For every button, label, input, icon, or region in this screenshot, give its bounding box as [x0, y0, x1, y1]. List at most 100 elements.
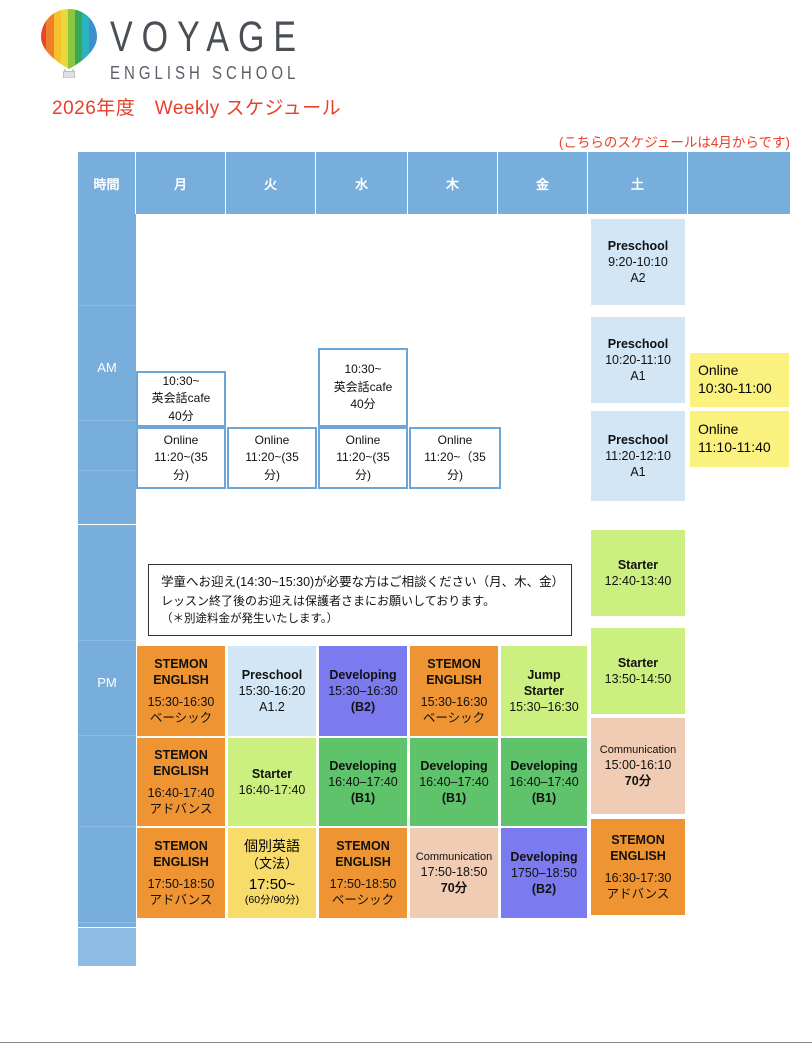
class-time: 13:50-14:50: [604, 672, 672, 686]
class-title: Preschool: [241, 668, 303, 682]
column-header-wed: 水: [316, 152, 408, 214]
class-level: ベーシック: [149, 711, 213, 725]
class-time: 12:40-13:40: [604, 574, 672, 588]
class-time: 16:40–17:40: [328, 775, 398, 789]
class-level: 70分: [440, 881, 468, 896]
class-time: 16:40–17:40: [419, 775, 489, 789]
footer-divider: [0, 1042, 812, 1043]
page-title: 2026年度 Weekly スケジュール: [52, 98, 342, 119]
class-block-thu-pm3[interactable]: Communication 17:50-18:50 70分: [409, 827, 499, 919]
cafe-title: 英会話cafe: [333, 379, 393, 394]
class-time: 15:30-16:30: [420, 695, 488, 709]
class-title: STEMON ENGLISH: [335, 839, 391, 869]
class-time: 16:30-17:30: [604, 871, 672, 885]
class-block-thu-online-1120[interactable]: Online 11:20~（35 分): [409, 427, 501, 489]
column-header-thu: 木: [408, 152, 498, 214]
class-level: (B2): [531, 882, 557, 896]
class-title: Developing: [329, 759, 397, 773]
column-header-tue: 火: [226, 152, 316, 214]
class-title: STEMON ENGLISH: [610, 833, 666, 863]
class-block-mon-pm2[interactable]: STEMON ENGLISH 16:40-17:40 アドバンス: [136, 737, 226, 827]
class-block-mon-pm1[interactable]: STEMON ENGLISH 15:30-16:30 ベーシック: [136, 645, 226, 737]
class-level: (B2): [350, 700, 376, 714]
class-time: 9:20-10:10: [608, 255, 668, 269]
class-time: 16:40-17:40: [147, 786, 215, 800]
class-block-mon-eikaiwa-cafe[interactable]: 10:30~ 英会話cafe 40分: [136, 371, 226, 427]
class-level: アドバンス: [606, 887, 670, 901]
class-block-sat-starter-2[interactable]: Starter 13:50-14:50: [590, 627, 686, 715]
class-block-sat-communication[interactable]: Communication 15:00-16:10 70分: [590, 717, 686, 815]
class-block-wed-pm1[interactable]: Developing 15:30–16:30 (B2): [318, 645, 408, 737]
cafe-time: 10:30~: [162, 373, 200, 388]
class-block-wed-pm2[interactable]: Developing 16:40–17:40 (B1): [318, 737, 408, 827]
class-title: Preschool: [607, 239, 669, 253]
online-time: 11:20~(35: [245, 450, 299, 465]
time-column-footer: [78, 928, 136, 966]
online-time: 11:10-11:40: [698, 439, 771, 455]
class-time: 16:40-17:40: [238, 783, 306, 797]
class-level: A2: [630, 271, 646, 285]
class-block-sat-starter-1[interactable]: Starter 12:40-13:40: [590, 529, 686, 617]
class-time: 11:20-12:10: [605, 449, 671, 463]
class-level: A1.2: [259, 700, 285, 714]
class-block-online-1030[interactable]: Online 10:30-11:00: [689, 352, 790, 408]
class-time: 15:30-16:30: [147, 695, 215, 709]
class-block-fri-pm2[interactable]: Developing 16:40–17:40 (B1): [500, 737, 588, 827]
online-time: 11:20~(35: [154, 450, 208, 465]
class-block-thu-pm1[interactable]: STEMON ENGLISH 15:30-16:30 ベーシック: [409, 645, 499, 737]
class-title: Starter: [617, 558, 659, 572]
class-time: 15:30–16:30: [328, 684, 398, 698]
class-block-sat-preschool-1[interactable]: Preschool 9:20-10:10 A2: [590, 218, 686, 306]
class-time: 17:50-18:50: [329, 877, 397, 891]
class-level: ベーシック: [331, 893, 395, 907]
class-level: (60分/90分): [244, 894, 300, 907]
time-label-pm: PM: [97, 675, 117, 690]
time-column-pm: [78, 525, 136, 927]
class-block-tue-pm2[interactable]: Starter 16:40-17:40: [227, 737, 317, 827]
class-block-wed-online-1120[interactable]: Online 11:20~(35 分): [318, 427, 408, 489]
class-time: 16:40–17:40: [509, 775, 579, 789]
class-block-online-1110[interactable]: Online 11:10-11:40: [689, 410, 790, 468]
class-block-mon-online-1120[interactable]: Online 11:20~(35 分): [136, 427, 226, 489]
class-title: 個別英語: [244, 838, 300, 855]
class-block-wed-pm3[interactable]: STEMON ENGLISH 17:50-18:50 ベーシック: [318, 827, 408, 919]
online-title: Online: [345, 432, 381, 447]
class-block-sat-preschool-2[interactable]: Preschool 10:20-11:10 A1: [590, 316, 686, 404]
class-block-mon-pm3[interactable]: STEMON ENGLISH 17:50-18:50 アドバンス: [136, 827, 226, 919]
time-column-am: [78, 214, 136, 524]
class-title: Jump Starter: [523, 668, 565, 698]
class-block-tue-online-1120[interactable]: Online 11:20~(35 分): [227, 427, 317, 489]
logo-tagline: ENGLISH SCHOOL: [110, 62, 300, 84]
class-time: 17:50-18:50: [420, 865, 488, 880]
pickup-note-line2: レッスン終了後のお迎えは保護者さまにお願いしております。: [161, 594, 496, 609]
column-header-fri: 金: [498, 152, 588, 214]
class-time: 17:50-18:50: [147, 877, 215, 891]
class-time: 10:20-11:10: [605, 353, 671, 367]
class-block-sat-stemon[interactable]: STEMON ENGLISH 16:30-17:30 アドバンス: [590, 818, 686, 916]
class-block-thu-pm2[interactable]: Developing 16:40–17:40 (B1): [409, 737, 499, 827]
class-block-fri-pm3[interactable]: Developing 1750–18:50 (B2): [500, 827, 588, 919]
class-block-sat-preschool-3[interactable]: Preschool 11:20-12:10 A1: [590, 410, 686, 502]
pickup-note-line3: （＊別途料金が発生いたします。）: [161, 612, 339, 625]
online-dur: 分): [264, 467, 280, 482]
schedule-start-note: (こちらのスケジュールは4月からです): [558, 135, 790, 150]
class-subtitle: （文法）: [245, 856, 298, 872]
class-title: Starter: [251, 767, 293, 781]
cafe-duration: 40分: [350, 397, 376, 412]
class-block-tue-pm3[interactable]: 個別英語 （文法） 17:50~ (60分/90分): [227, 827, 317, 919]
class-block-fri-pm1[interactable]: Jump Starter 15:30–16:30: [500, 645, 588, 737]
class-level: 70分: [624, 774, 652, 789]
class-title: Developing: [329, 668, 397, 682]
online-title: Online: [163, 432, 199, 447]
class-level: (B1): [441, 791, 467, 805]
online-title: Online: [698, 362, 739, 379]
online-dur: 分): [447, 467, 463, 482]
class-title: STEMON ENGLISH: [153, 839, 209, 869]
time-label-am: AM: [97, 360, 117, 375]
class-block-tue-pm1[interactable]: Preschool 15:30-16:20 A1.2: [227, 645, 317, 737]
class-block-wed-eikaiwa-cafe[interactable]: 10:30~ 英会話cafe 40分: [318, 348, 408, 427]
column-header-extra: [688, 152, 790, 214]
class-title: Preschool: [607, 433, 669, 447]
class-time: 15:00-16:10: [604, 758, 672, 773]
